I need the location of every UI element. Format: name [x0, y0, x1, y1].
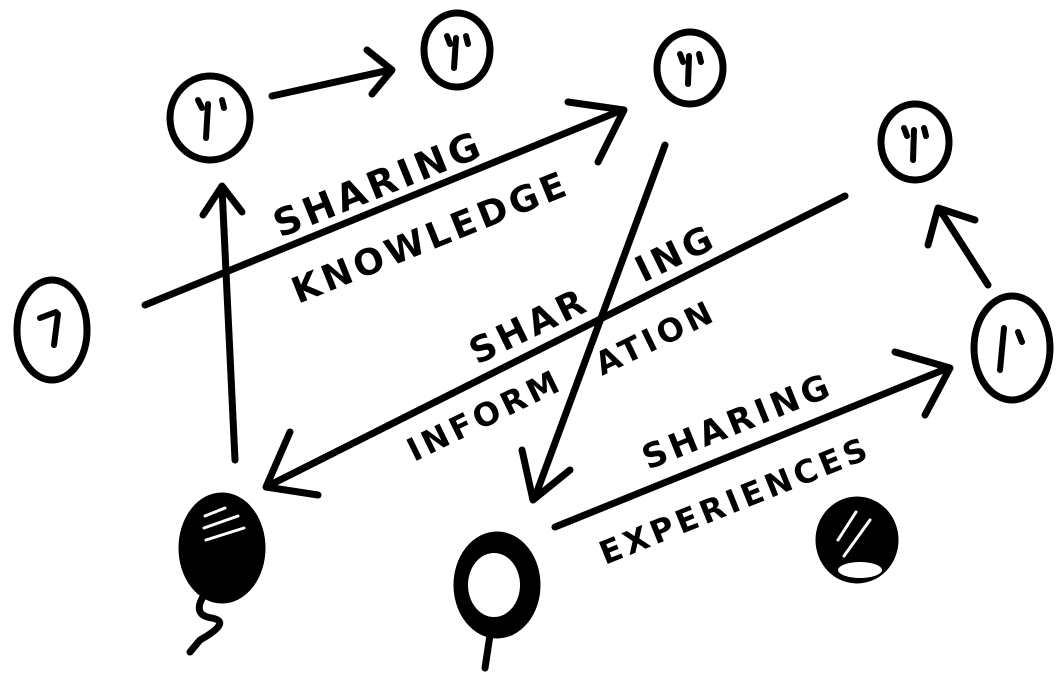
face-right-lower-icon: [970, 292, 1054, 404]
arrow-upper-left-to-top: [268, 66, 394, 100]
arrows: [141, 46, 992, 531]
face-left-icon: [13, 276, 91, 384]
arrow-sharing-experiences: [551, 364, 952, 531]
dark-circle-right-icon: [815, 496, 899, 584]
face-right-upper-icon: [877, 100, 953, 184]
face-top-middle-icon: [420, 9, 494, 91]
arrowhead-diagonal: [518, 446, 574, 504]
arrow-right-up: [936, 206, 992, 289]
arrowhead-information: [262, 428, 322, 499]
arrowhead-knowledge: [564, 98, 628, 166]
face-top-right-icon: [653, 28, 727, 108]
arrowhead-right-up: [924, 204, 979, 249]
face-upper-left-icon: [166, 72, 254, 164]
arrow-sharing-information: [266, 192, 849, 489]
arrowhead-experiences: [891, 348, 954, 419]
arrow-left-vertical: [218, 184, 239, 464]
arrowhead-top: [363, 46, 396, 98]
match-head-left-icon: [178, 492, 266, 656]
arrowhead-left-vertical: [199, 182, 246, 219]
match-head-middle-icon: [453, 531, 541, 672]
label-information-line1a: SHAR: [463, 280, 596, 373]
